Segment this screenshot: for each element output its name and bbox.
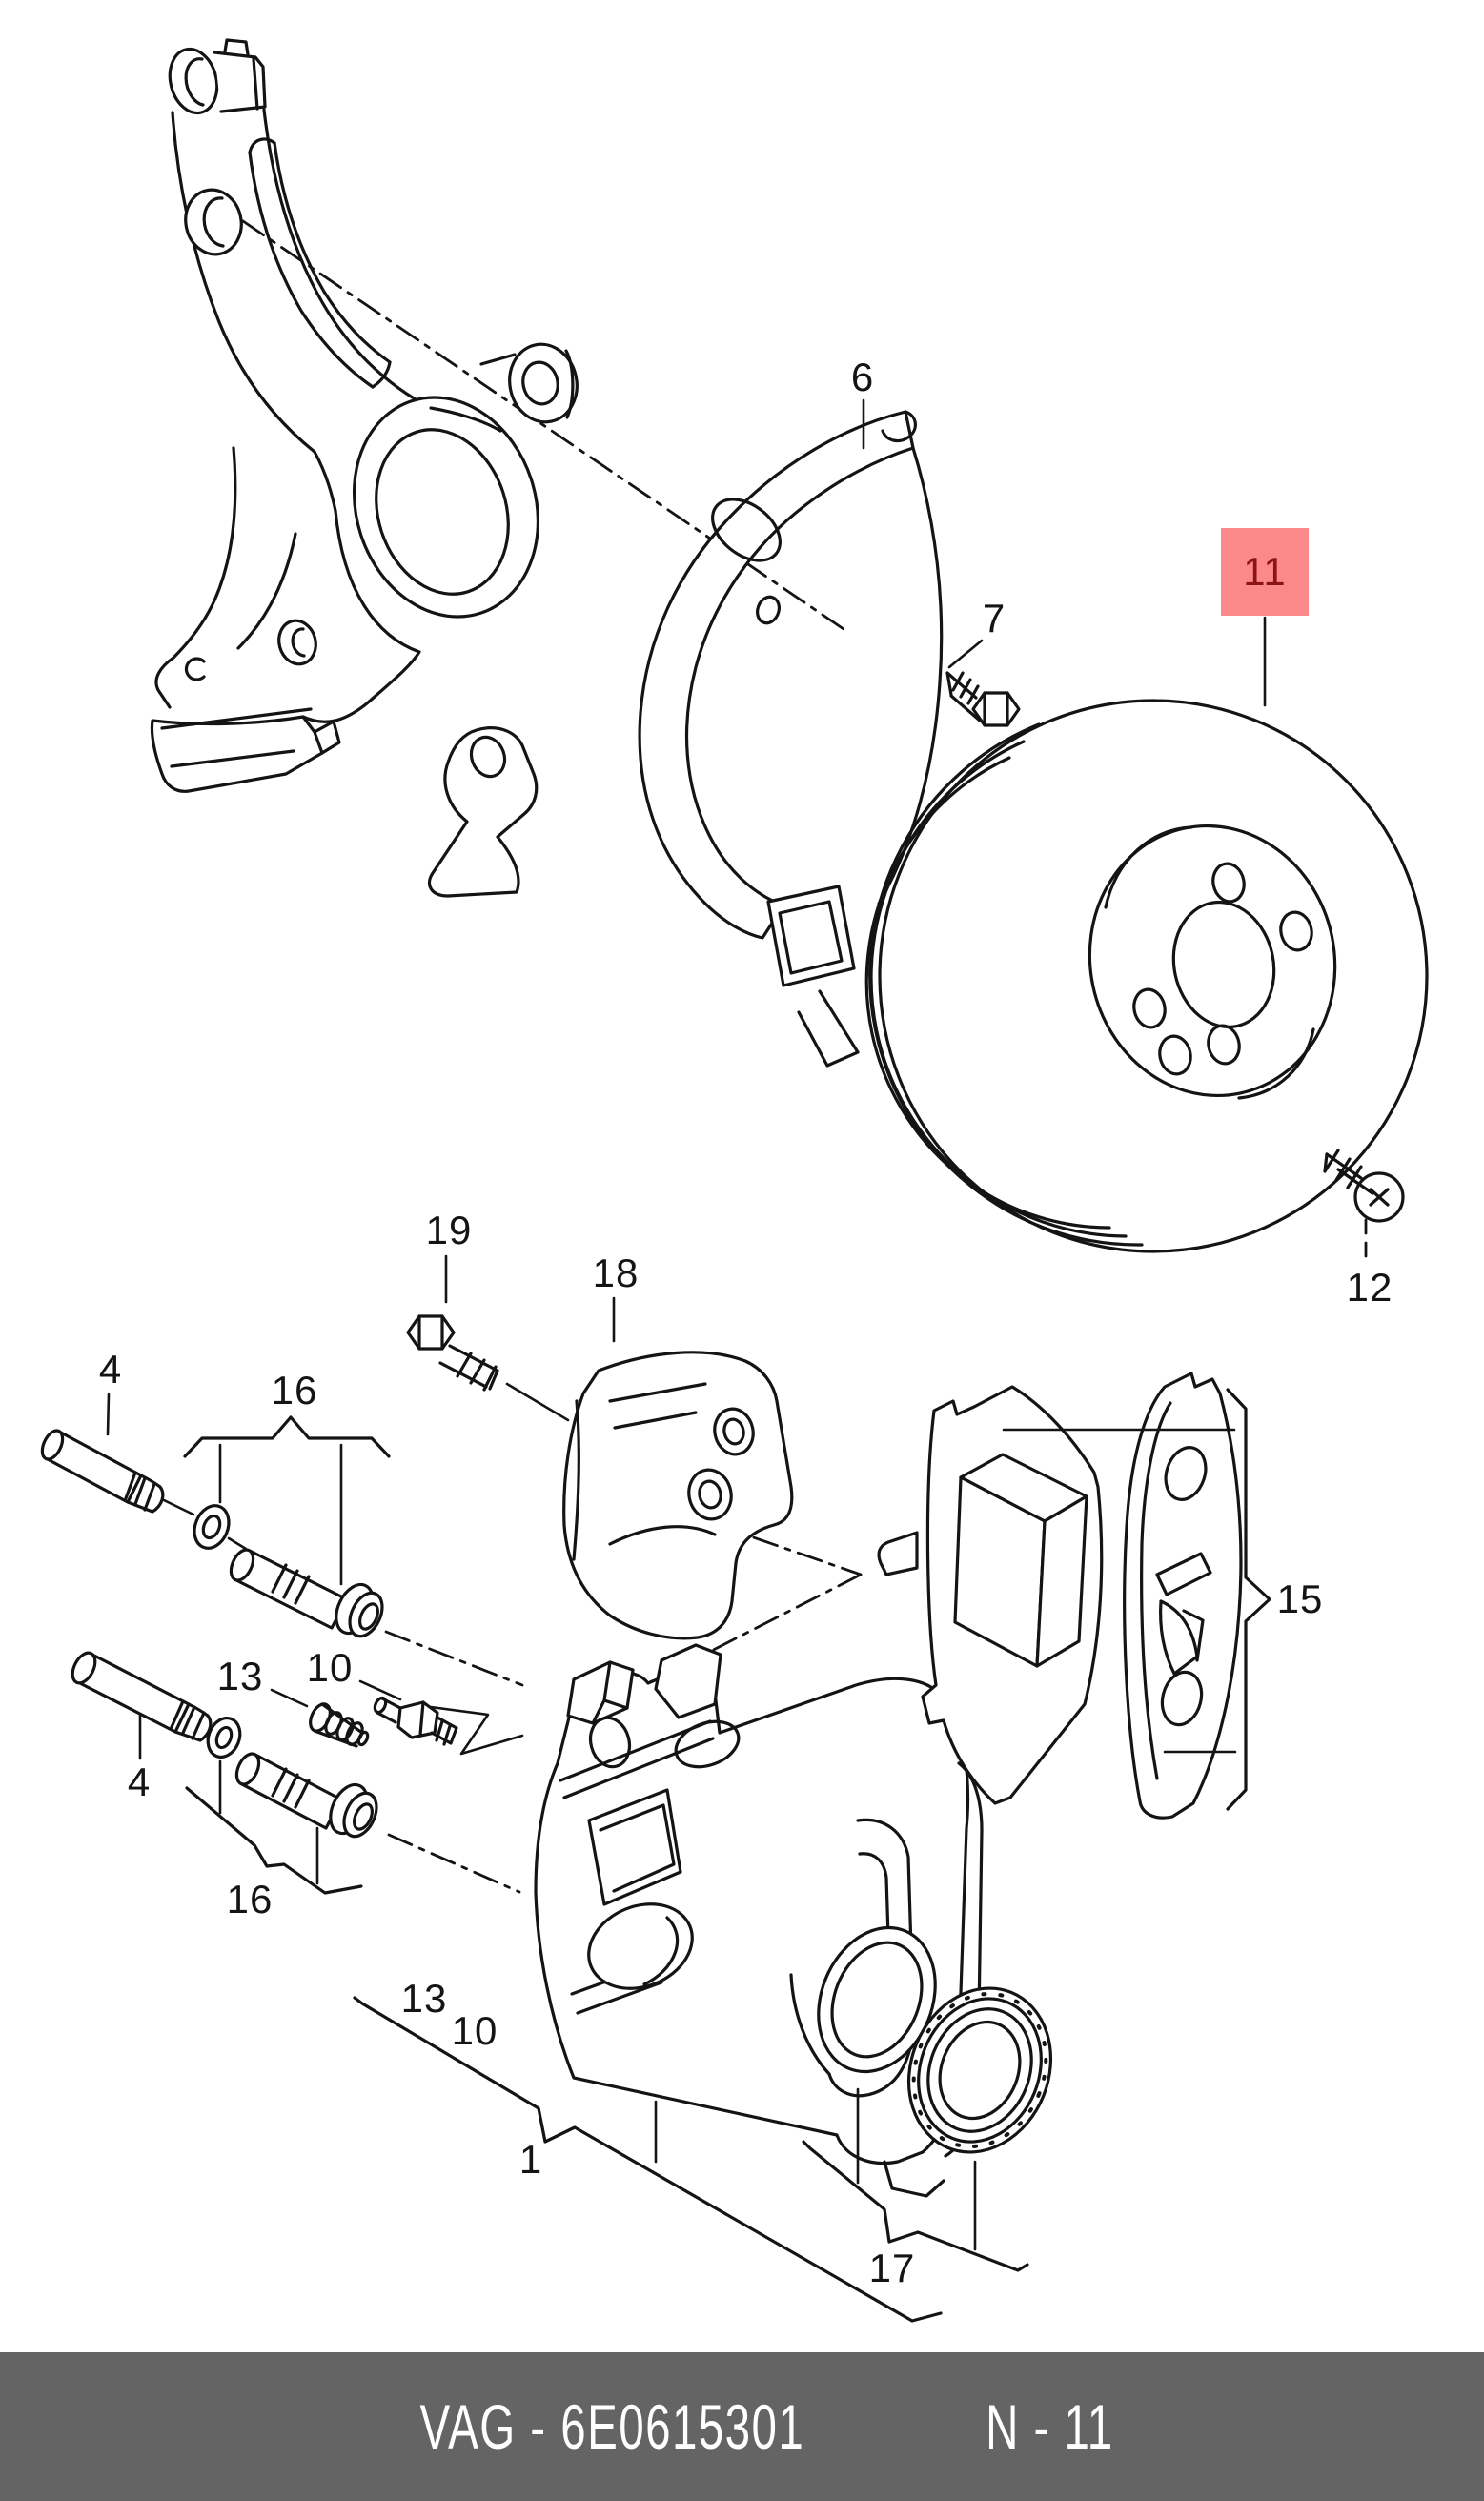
callout-leader-lines [106,398,1267,1760]
splash-shield [427,410,944,1068]
footer-bar: VAG - 6E0615301 N - 11 [0,2352,1484,2501]
callout-16-lower[interactable]: 16 [226,1877,274,1922]
callout-13-upper[interactable]: 13 [216,1654,264,1698]
callout-15[interactable]: 15 [1276,1576,1324,1621]
dust-cap [309,1702,370,1748]
callout-4-upper[interactable]: 4 [98,1347,123,1392]
callout-12[interactable]: 12 [1346,1265,1393,1310]
guide-pin-upper-set [40,1429,384,1638]
callout-13-lower[interactable]: 13 [400,1976,448,2021]
bleeder-valve [373,1696,524,1756]
catalog-page-code: N - 11 [986,2391,1115,2462]
splash-shield-bolt [945,671,1021,727]
heat-shield-bolt [406,1314,570,1422]
callout-19[interactable]: 19 [425,1208,473,1252]
callout-6[interactable]: 6 [850,355,875,399]
guide-pin-lower-set [71,1651,378,1839]
catalog-part-code: VAG - 6E0615301 [419,2391,804,2462]
callout-18[interactable]: 18 [592,1250,640,1295]
callout-10-lower[interactable]: 10 [451,2008,498,2053]
callout-7[interactable]: 7 [982,596,1006,640]
brake-pad-set [877,1372,1243,1820]
callout-17[interactable]: 17 [868,2246,916,2290]
callout-16-upper[interactable]: 16 [271,1368,318,1413]
disc-retaining-screw [1323,1149,1405,1264]
heat-shield [562,1351,794,1640]
grouping-brackets [183,1388,1271,2323]
steering-knuckle [150,38,579,793]
callout-4-lower[interactable]: 4 [127,1759,152,1804]
seal-rings [817,1925,1053,2251]
callout-1[interactable]: 1 [518,2137,543,2182]
brake-disc [864,699,1429,1253]
callout-10-upper[interactable]: 10 [306,1645,354,1690]
callout-11-highlighted[interactable]: 11 [1221,528,1309,616]
